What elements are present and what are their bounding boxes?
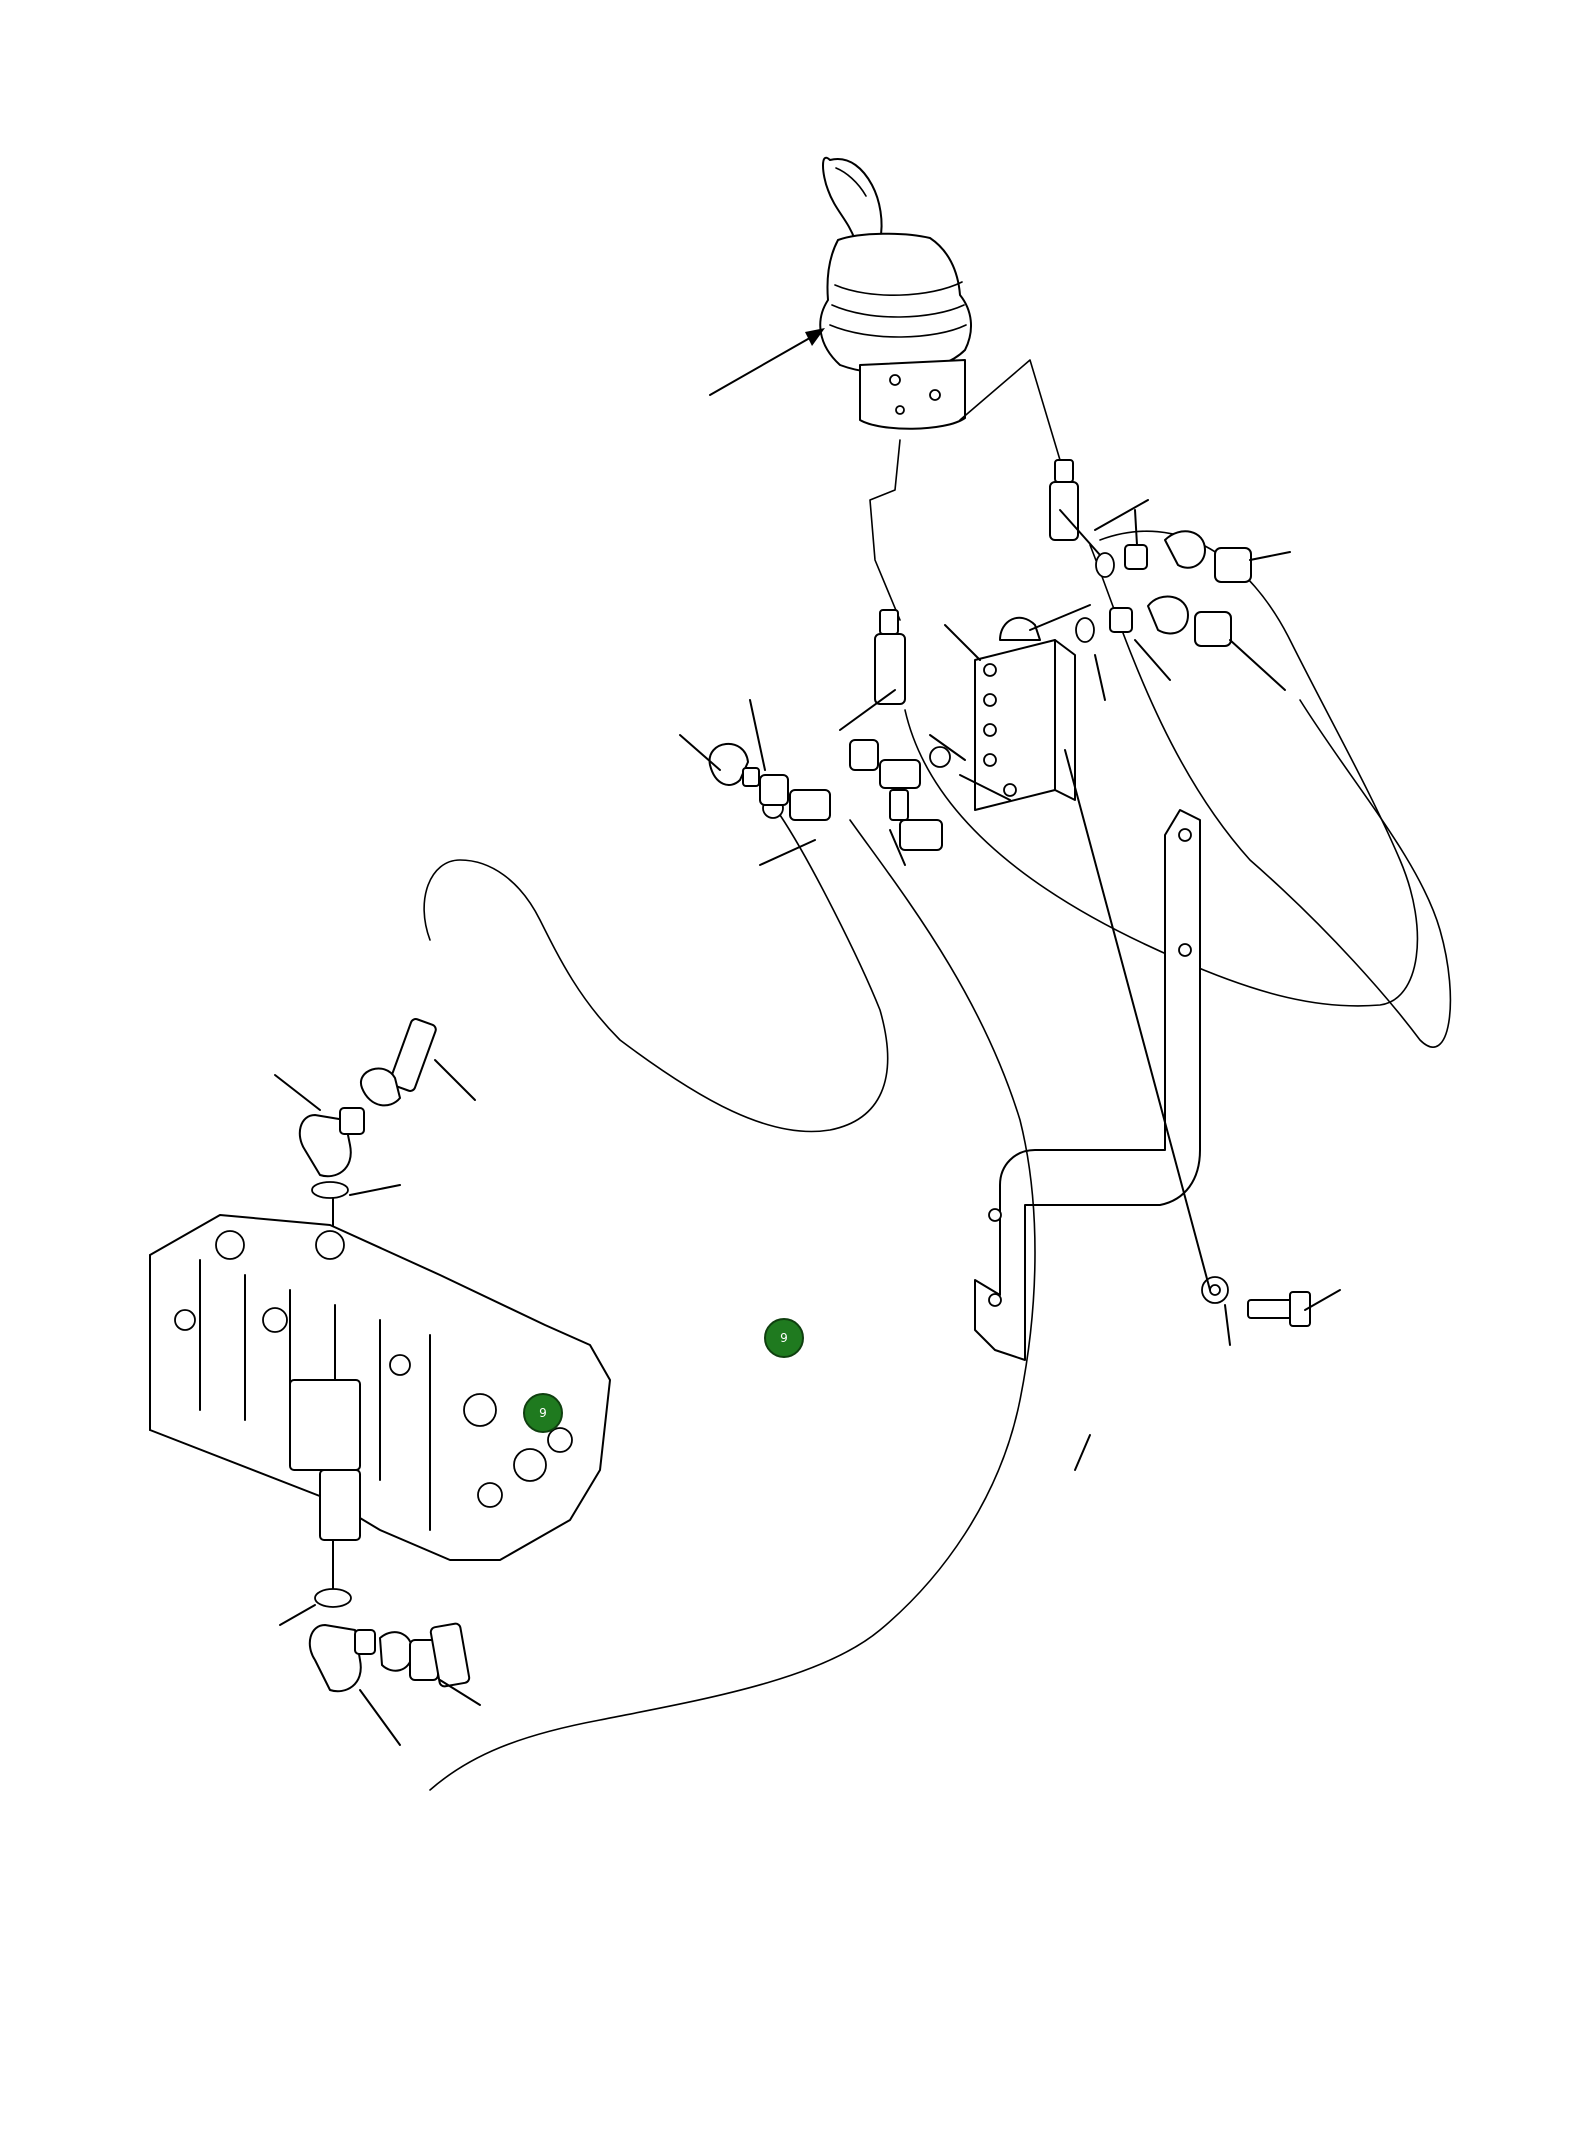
center-hose [423, 814, 889, 1133]
bolt-and-washer [1064, 749, 1341, 1346]
adapter-fittings-center [679, 699, 1011, 866]
pilot-hose-1 [904, 530, 1419, 1007]
elbow-fitting-lower-left [279, 1539, 481, 1746]
hose-fitting-left [359, 1018, 476, 1107]
hose-fitting-upper-left [839, 609, 906, 731]
callout-marker-label: 9 [780, 1331, 788, 1345]
callout-marker[interactable]: 9 [523, 1393, 563, 1433]
hose-fitting-upper-right [1049, 459, 1149, 541]
main-control-valve [149, 1214, 611, 1561]
pilot-hose-2 [1089, 544, 1452, 1048]
joystick-lever [709, 156, 972, 430]
callout-marker-circle [523, 1393, 563, 1433]
pilot-lead-right [959, 359, 1061, 461]
adapter-fittings-right [1059, 509, 1291, 701]
callout-marker-circle [764, 1318, 804, 1358]
callout-marker-label: 9 [539, 1406, 547, 1420]
pilot-lead-left [869, 439, 901, 621]
mounting-bracket [974, 809, 1201, 1471]
callout-marker[interactable]: 9 [764, 1318, 804, 1358]
pilot-valve-block [944, 604, 1091, 811]
elbow-fitting-upper-left [274, 1074, 401, 1241]
lower-hose [429, 819, 1036, 1791]
